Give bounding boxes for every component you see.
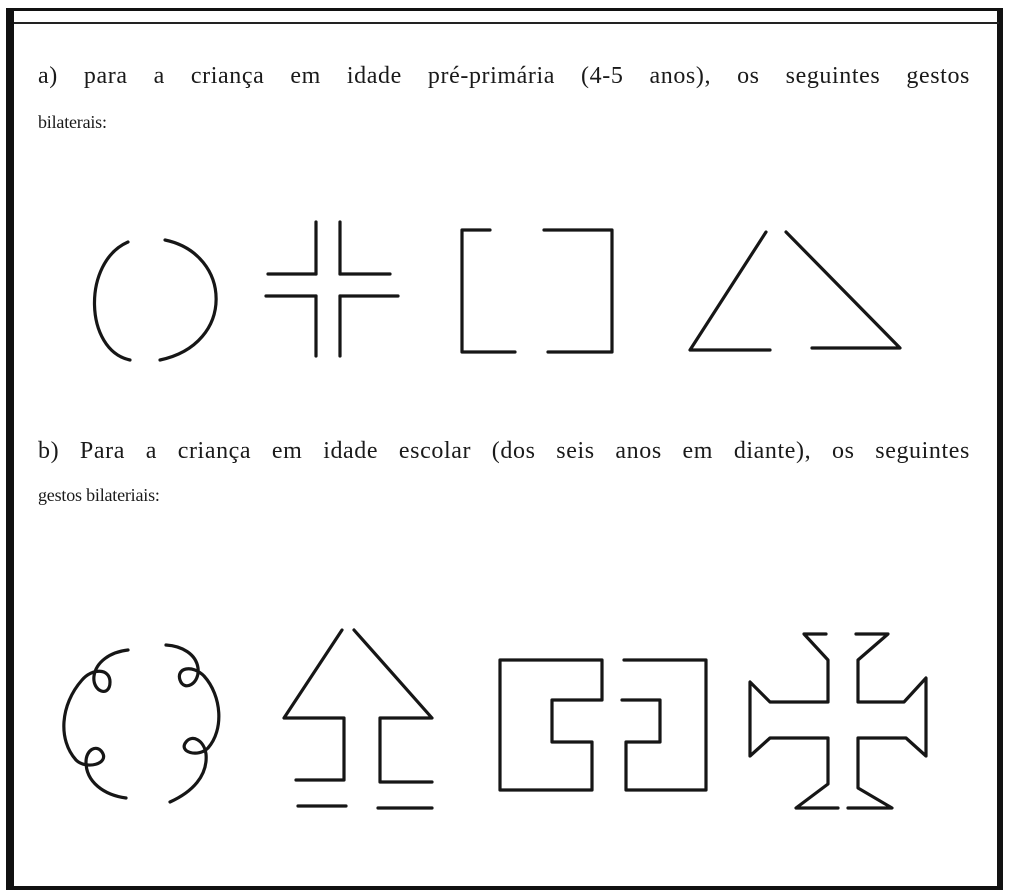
meander-square-figure xyxy=(498,658,708,792)
page-border xyxy=(6,8,1003,890)
section-a-text: a) para a criança em idade pré-primária … xyxy=(38,63,970,89)
open-circle-figure xyxy=(92,238,218,362)
looped-parentheses-figure xyxy=(62,643,221,804)
section-a-continuation: bilaterais: xyxy=(38,112,107,132)
section-b-text: b) Para a criança em idade escolar (dos … xyxy=(38,438,970,464)
double-cross-figure xyxy=(264,220,400,358)
arrow-with-stem-figure xyxy=(282,628,434,810)
split-triangle-figure xyxy=(688,230,902,352)
split-square-figure xyxy=(460,228,614,354)
maltese-cross-figure xyxy=(748,632,928,810)
section-b-continuation: gestos bilateriais: xyxy=(38,485,160,505)
top-rule xyxy=(14,22,999,24)
